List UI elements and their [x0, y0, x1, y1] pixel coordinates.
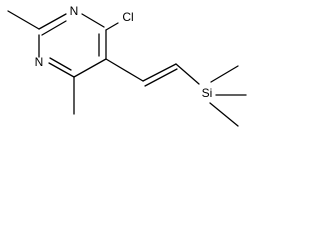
structure-diagram: N N Cl Si: [0, 0, 248, 131]
bond-c6-n3-double: [49, 57, 72, 71]
bond-vinyl-double-inner: [144, 68, 178, 87]
structure-svg: N N Cl Si: [7, 4, 247, 127]
atom-n3-label: N: [35, 55, 44, 69]
bond-c5-c6: [73, 58, 107, 78]
bond-c6-n3: [48, 62, 75, 78]
bond-vinyl-double: [142, 63, 177, 82]
bond-si-methyl-top: [210, 65, 239, 83]
bond-c2-n1-double: [41, 20, 67, 36]
bond-vinyl-si: [175, 63, 200, 85]
bond-si-methyl-bottom: [209, 102, 239, 127]
atom-si-label: Si: [202, 86, 213, 100]
bond-c2-n1: [38, 13, 67, 30]
bond-c5-vinyl: [105, 58, 144, 82]
bond-n1-c4: [81, 13, 105, 28]
bond-c4-cl: [105, 22, 119, 31]
atom-n1-label: N: [70, 4, 79, 18]
atom-cl-label: Cl: [122, 10, 133, 24]
bond-c2-methyl: [7, 10, 40, 30]
